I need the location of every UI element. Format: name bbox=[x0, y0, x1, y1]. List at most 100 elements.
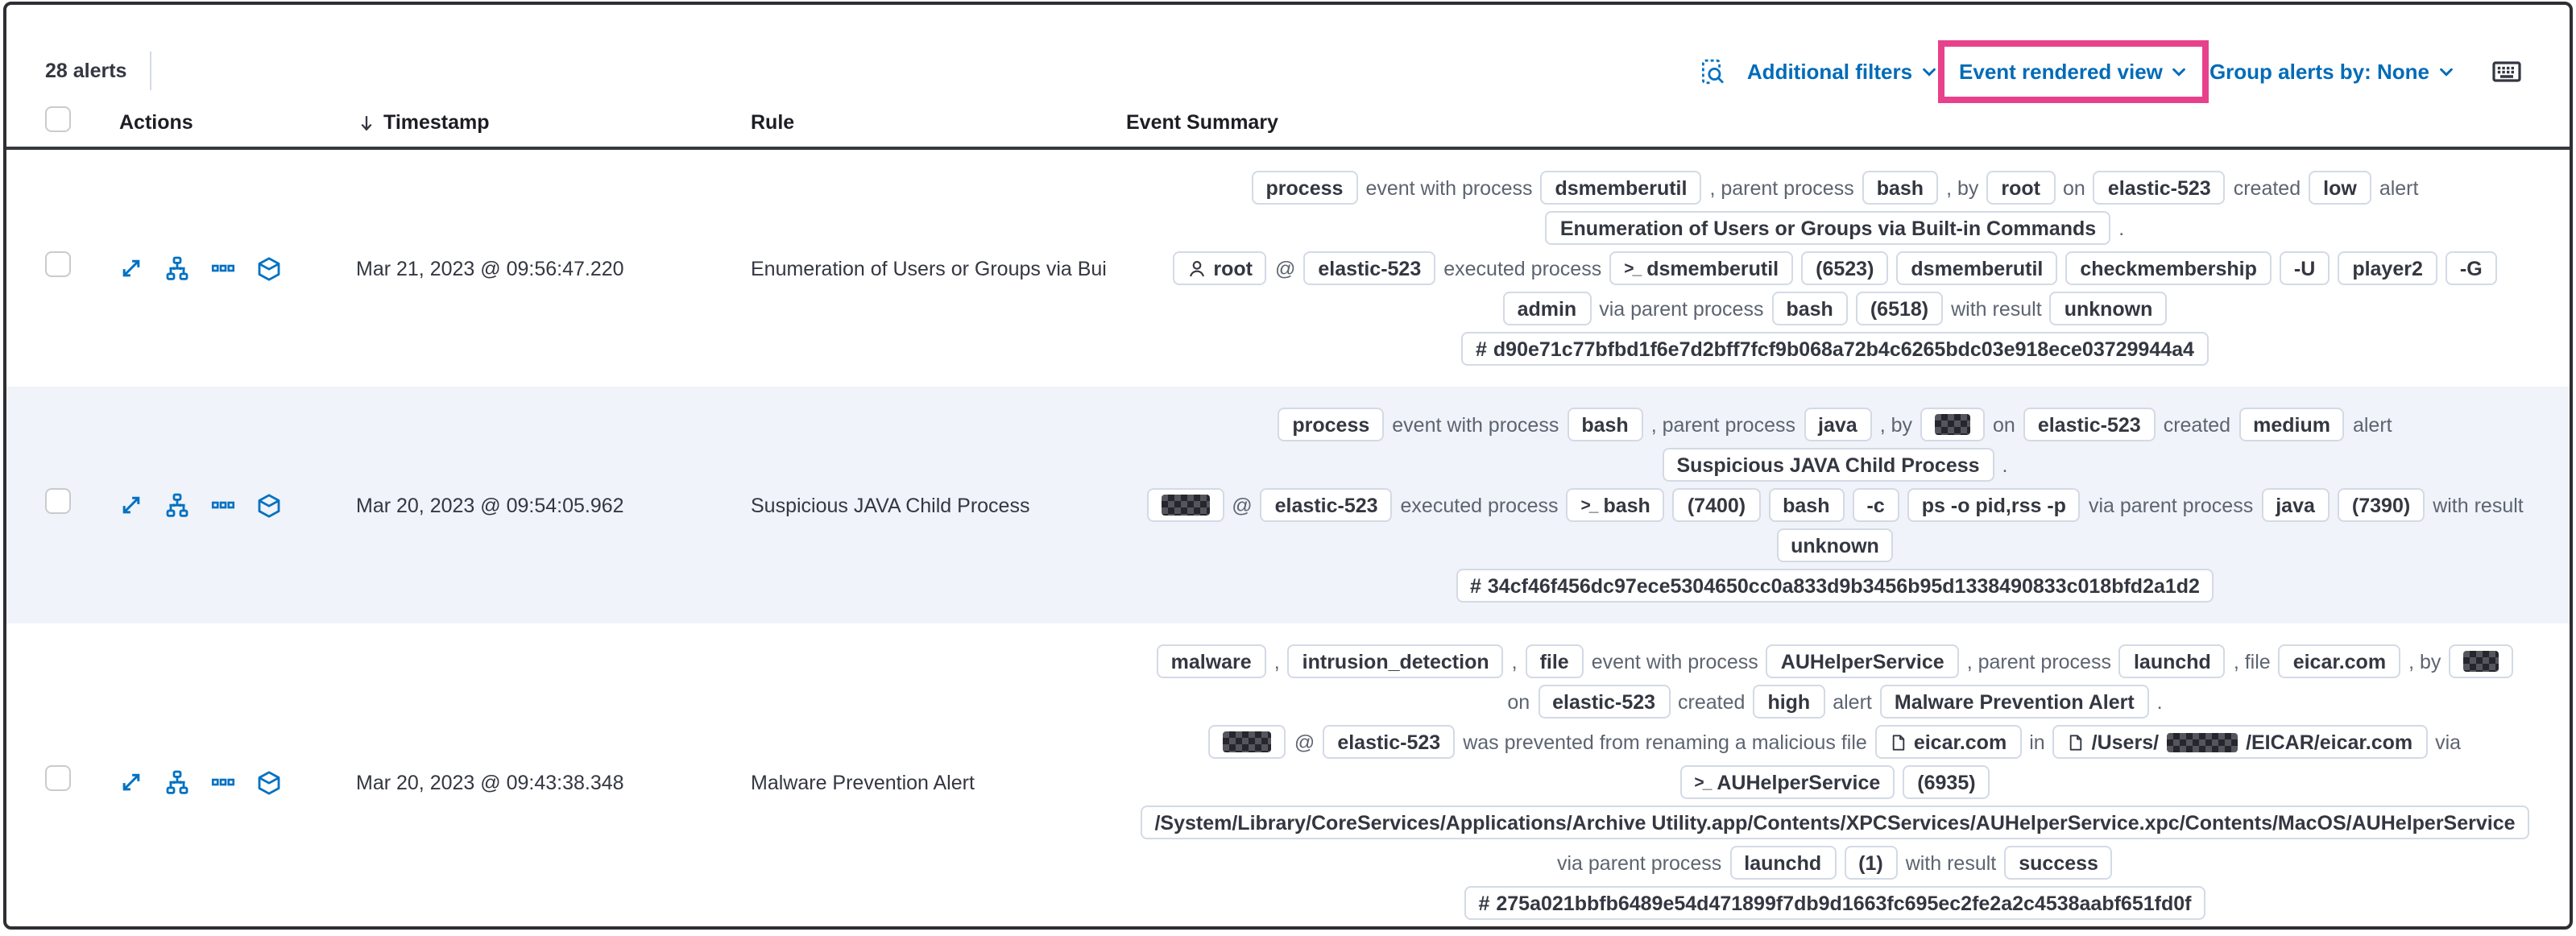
user-badge[interactable]: root bbox=[1173, 251, 1267, 285]
badge-label: 275a021bbfb6489e54d471899f7db9d1663fc695… bbox=[1496, 892, 2192, 914]
field-badge[interactable]: process bbox=[1251, 171, 1358, 205]
field-badge[interactable]: dsmemberutil bbox=[1540, 171, 1702, 205]
file-badge[interactable]: /Users//EICAR/eicar.com bbox=[2052, 725, 2428, 759]
redacted-badge[interactable] bbox=[1920, 408, 1985, 441]
process-badge[interactable]: >_dsmemberutil bbox=[1609, 251, 1794, 285]
field-badge[interactable]: eicar.com bbox=[2278, 644, 2401, 678]
field-badge[interactable]: Malware Prevention Alert bbox=[1879, 685, 2149, 719]
field-badge[interactable]: checkmembership bbox=[2065, 251, 2272, 285]
redacted-text bbox=[2167, 732, 2238, 752]
more-actions-button[interactable] bbox=[211, 256, 235, 280]
field-badge[interactable]: -G bbox=[2445, 251, 2497, 285]
analyze-event-icon bbox=[166, 769, 188, 793]
field-badge[interactable]: AUHelperService bbox=[1766, 644, 1959, 678]
redacted-badge[interactable] bbox=[1208, 725, 1286, 759]
badge-label: process bbox=[1292, 413, 1370, 436]
badge-label: AUHelperService bbox=[1717, 771, 1881, 793]
field-badge[interactable]: elastic-523 bbox=[1260, 488, 1393, 522]
field-badge[interactable]: unknown bbox=[1776, 528, 1894, 562]
field-badge[interactable]: elastic-523 bbox=[1538, 685, 1671, 719]
field-badge[interactable]: launchd bbox=[2118, 644, 2226, 678]
field-badge[interactable]: unknown bbox=[2049, 292, 2168, 325]
field-badge[interactable]: (6523) bbox=[1801, 251, 1889, 285]
field-badge[interactable]: admin bbox=[1502, 292, 1592, 325]
row-checkbox[interactable] bbox=[45, 765, 71, 791]
table-header-row: Actions Timestamp Rule Event Summary bbox=[6, 98, 2570, 150]
event-rendered-view-button[interactable]: Event rendered view bbox=[1959, 59, 2189, 83]
expand-alert-button[interactable] bbox=[119, 256, 143, 280]
badge-label: bash bbox=[1603, 494, 1650, 516]
field-badge[interactable]: elastic-523 bbox=[1303, 251, 1436, 285]
analyze-event-button[interactable] bbox=[164, 255, 190, 281]
field-badge[interactable]: success bbox=[2004, 846, 2113, 880]
summary-text: event with process bbox=[1365, 176, 1533, 199]
summary-text: via bbox=[2435, 731, 2462, 753]
select-all-checkbox[interactable] bbox=[45, 106, 71, 131]
field-badge[interactable]: process bbox=[1278, 408, 1385, 441]
field-badge[interactable]: bash bbox=[1567, 408, 1643, 441]
field-badge[interactable]: root bbox=[1986, 171, 2056, 205]
redacted-badge[interactable] bbox=[1146, 488, 1224, 522]
field-badge[interactable]: launchd bbox=[1729, 846, 1837, 880]
row-checkbox[interactable] bbox=[45, 488, 71, 514]
badge-label: low bbox=[2323, 176, 2357, 199]
inspect-button[interactable] bbox=[1699, 57, 1726, 85]
field-badge[interactable]: bash bbox=[1862, 171, 1939, 205]
field-badge[interactable]: file bbox=[1525, 644, 1584, 678]
column-header-timestamp[interactable]: Timestamp bbox=[356, 111, 751, 134]
field-badge[interactable]: intrusion_detection bbox=[1287, 644, 1504, 678]
field-badge[interactable]: malware bbox=[1156, 644, 1266, 678]
keyboard-shortcuts-button[interactable] bbox=[2492, 59, 2521, 83]
summary-text: executed process bbox=[1443, 257, 1602, 280]
expand-alert-button[interactable] bbox=[119, 770, 143, 794]
analyze-event-button[interactable] bbox=[164, 492, 190, 518]
hash-icon: # bbox=[1476, 338, 1487, 360]
field-badge[interactable]: -c bbox=[1852, 488, 1899, 522]
event-summary-line: Enumeration of Users or Groups via Built… bbox=[1126, 208, 2544, 248]
field-badge[interactable]: java bbox=[2261, 488, 2330, 522]
field-badge[interactable]: /System/Library/CoreServices/Application… bbox=[1140, 806, 2530, 839]
row-actions-cell bbox=[119, 492, 356, 518]
field-badge[interactable]: (6935) bbox=[1903, 765, 1990, 799]
field-badge[interactable]: high bbox=[1753, 685, 1825, 719]
field-badge[interactable]: dsmemberutil bbox=[1896, 251, 2058, 285]
row-checkbox[interactable] bbox=[45, 251, 71, 277]
expand-alert-icon bbox=[122, 496, 140, 514]
field-badge[interactable]: java bbox=[1804, 408, 1872, 441]
field-badge[interactable]: low bbox=[2309, 171, 2371, 205]
field-badge[interactable]: (7390) bbox=[2337, 488, 2425, 522]
field-badge[interactable]: Suspicious JAVA Child Process bbox=[1662, 448, 1994, 482]
field-badge[interactable]: elastic-523 bbox=[2093, 171, 2226, 205]
file-badge[interactable]: eicar.com bbox=[1874, 725, 2022, 759]
process-badge[interactable]: >_AUHelperService bbox=[1679, 765, 1895, 799]
group-alerts-by-button[interactable]: Group alerts by: None bbox=[2209, 59, 2455, 83]
analyze-event-button[interactable] bbox=[164, 769, 190, 795]
hash-badge[interactable]: #275a021bbfb6489e54d471899f7db9d1663fc69… bbox=[1464, 886, 2206, 920]
field-badge[interactable]: (6518) bbox=[1855, 292, 1944, 325]
field-badge[interactable]: player2 bbox=[2338, 251, 2437, 285]
field-badge[interactable]: elastic-523 bbox=[2023, 408, 2156, 441]
additional-filters-button[interactable]: Additional filters bbox=[1747, 59, 1938, 83]
more-actions-button[interactable] bbox=[211, 770, 235, 794]
field-badge[interactable]: Enumeration of Users or Groups via Built… bbox=[1545, 211, 2111, 245]
badge-label: d90e71c77bfbd1f6e7d2bff7fcf9b068a72b4c62… bbox=[1493, 338, 2194, 360]
hash-badge[interactable]: #34cf46f456dc97ece5304650cc0a833d9b3456b… bbox=[1456, 569, 2214, 603]
field-badge[interactable]: elastic-523 bbox=[1323, 725, 1456, 759]
field-badge[interactable]: ps -o pid,rss -p bbox=[1907, 488, 2081, 522]
field-badge[interactable]: -U bbox=[2279, 251, 2330, 285]
process-badge[interactable]: >_bash bbox=[1566, 488, 1665, 522]
open-session-view-button[interactable] bbox=[256, 255, 282, 281]
field-badge[interactable]: (7400) bbox=[1672, 488, 1761, 522]
event-rendered-view-highlight: Event rendered view bbox=[1937, 39, 2210, 102]
open-session-view-button[interactable] bbox=[256, 769, 282, 795]
redacted-badge[interactable] bbox=[2449, 644, 2514, 678]
field-badge[interactable]: bash bbox=[1771, 292, 1848, 325]
open-session-view-button[interactable] bbox=[256, 492, 282, 518]
more-actions-button[interactable] bbox=[211, 493, 235, 517]
field-badge[interactable]: bash bbox=[1768, 488, 1845, 522]
field-badge[interactable]: (1) bbox=[1844, 846, 1898, 880]
field-badge[interactable]: medium bbox=[2238, 408, 2345, 441]
hash-badge[interactable]: # d90e71c77bfbd1f6e7d2bff7fcf9b068a72b4c6… bbox=[1461, 332, 2209, 366]
expand-alert-button[interactable] bbox=[119, 493, 143, 517]
